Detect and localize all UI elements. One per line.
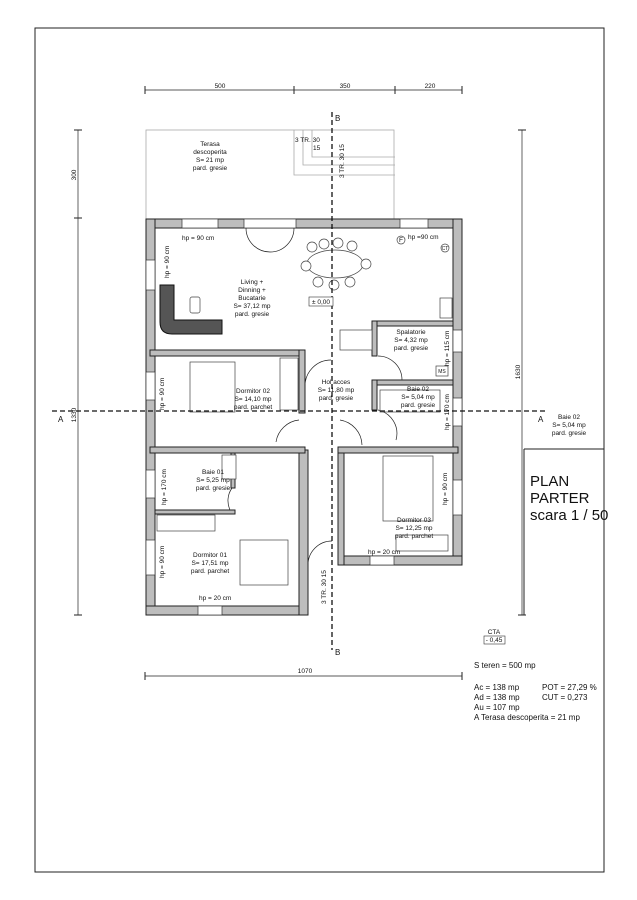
- floor-level-tag: ± 0,00: [308, 296, 334, 307]
- svg-text:Bucatarie: Bucatarie: [238, 295, 266, 302]
- svg-text:Dinning +: Dinning +: [238, 287, 266, 294]
- dim-label: 300: [71, 169, 78, 180]
- svg-text:F: F: [399, 237, 403, 244]
- svg-text:pard. gresie: pard. gresie: [552, 430, 587, 437]
- svg-text:Baie 02: Baie 02: [558, 414, 580, 421]
- svg-text:pard. gresie: pard. gresie: [401, 402, 436, 409]
- dim-label: 220: [425, 83, 436, 90]
- svg-text:POT = 27,29 %: POT = 27,29 %: [542, 683, 597, 692]
- svg-text:Dormitor 03: Dormitor 03: [397, 517, 431, 524]
- section-mark-a: A: [538, 415, 544, 424]
- svg-text:Ac = 138 mp: Ac = 138 mp: [474, 683, 520, 692]
- svg-text:S teren = 500 mp: S teren = 500 mp: [474, 661, 536, 670]
- dim-label: 1330: [71, 407, 78, 422]
- svg-text:pard. gresie: pard. gresie: [394, 345, 429, 352]
- dim-label: 500: [215, 83, 226, 90]
- svg-text:pard. gresie: pard. gresie: [235, 311, 270, 318]
- svg-text:S= 37,12 mp: S= 37,12 mp: [233, 303, 270, 310]
- svg-text:PARTER: PARTER: [530, 490, 590, 507]
- sheet-frame: [34, 27, 605, 873]
- svg-text:S= 14,10 mp: S= 14,10 mp: [234, 396, 271, 403]
- stairs-label: 3 TR. 30 15: [321, 570, 328, 604]
- svg-text:Baie 01: Baie 01: [202, 469, 224, 476]
- svg-text:S= 12,25 mp: S= 12,25 mp: [395, 525, 432, 532]
- svg-text:hp = 170 cm: hp = 170 cm: [161, 469, 168, 505]
- svg-text:Dormitor 01: Dormitor 01: [193, 552, 227, 559]
- site-statistics: S teren = 500 mp Ac = 138 mp POT = 27,29 …: [474, 661, 597, 722]
- cta-level-tag: CTA - 0,45: [483, 629, 506, 645]
- svg-text:pard. parchet: pard. parchet: [191, 568, 229, 575]
- fixture-symbols: F CT MS: [396, 235, 450, 377]
- svg-text:Hol acces: Hol acces: [322, 379, 351, 386]
- dim-label: 350: [340, 83, 351, 90]
- svg-text:Ad = 138 mp: Ad = 138 mp: [474, 693, 520, 702]
- svg-text:Au = 107 mp: Au = 107 mp: [474, 703, 520, 712]
- svg-text:pard. parchet: pard. parchet: [234, 404, 272, 411]
- svg-text:hp = 90 cm: hp = 90 cm: [159, 546, 166, 578]
- svg-text:hp = 90 cm: hp = 90 cm: [159, 378, 166, 410]
- svg-text:pard. gresie: pard. gresie: [193, 165, 228, 172]
- section-mark-b: B: [335, 648, 340, 657]
- svg-text:Baie 02: Baie 02: [407, 386, 429, 393]
- svg-text:hp = 20 cm: hp = 20 cm: [368, 549, 400, 556]
- stairs-label: 3 TR. 30: [295, 137, 320, 144]
- plan-title: PLAN PARTER scara 1 / 50: [530, 473, 608, 524]
- furniture: [156, 237, 453, 586]
- svg-text:S= 17,51 mp: S= 17,51 mp: [191, 560, 228, 567]
- svg-text:pard. gresie: pard. gresie: [196, 485, 231, 492]
- svg-text:pard. gresie: pard. gresie: [319, 395, 354, 402]
- svg-text:S= 4,32 mp: S= 4,32 mp: [394, 337, 428, 344]
- svg-text:MS: MS: [438, 369, 446, 375]
- svg-text:Living +: Living +: [241, 279, 264, 286]
- svg-text:hp = 90 cm: hp = 90 cm: [164, 246, 171, 278]
- terrace: Terasa descoperita S= 21 mp pard. gresie…: [145, 129, 395, 221]
- svg-text:± 0,00: ± 0,00: [312, 299, 330, 306]
- svg-text:S= 5,04 mp: S= 5,04 mp: [552, 422, 586, 429]
- svg-text:scara 1 / 50: scara 1 / 50: [530, 507, 608, 524]
- svg-text:S= 11,80 mp: S= 11,80 mp: [318, 387, 355, 394]
- sill-height-labels: hp = 90 cm hp =90 cm hp = 90 cm hp = 115…: [159, 234, 451, 604]
- svg-text:- 0,45: - 0,45: [486, 637, 503, 644]
- svg-text:A Terasa descoperita = 21 mp: A Terasa descoperita = 21 mp: [474, 713, 580, 722]
- svg-text:PLAN: PLAN: [530, 473, 569, 490]
- windows: [145, 218, 463, 616]
- stairs-label: 3 TR. 30 15: [339, 144, 346, 178]
- section-mark-a: A: [58, 415, 64, 424]
- svg-text:hp =90 cm: hp =90 cm: [408, 234, 439, 241]
- svg-text:S= 5,25 mp: S= 5,25 mp: [196, 477, 230, 484]
- svg-text:hp = 170 cm: hp = 170 cm: [444, 394, 451, 430]
- bottom-dimension: 1070: [144, 668, 463, 680]
- dim-label: 1630: [515, 364, 522, 379]
- svg-text:Spalatorie: Spalatorie: [396, 329, 426, 336]
- svg-text:pard. parchet: pard. parchet: [395, 533, 433, 540]
- svg-text:S= 21 mp: S= 21 mp: [196, 157, 224, 164]
- section-mark-b: B: [335, 114, 340, 123]
- svg-text:S= 5,04 mp: S= 5,04 mp: [401, 394, 435, 401]
- svg-text:CT: CT: [442, 246, 449, 252]
- svg-text:hp = 90 cm: hp = 90 cm: [182, 235, 214, 242]
- svg-text:hp = 115 cm: hp = 115 cm: [444, 331, 451, 366]
- svg-text:hp = 90 cm: hp = 90 cm: [442, 473, 449, 505]
- left-dimension: 300 1330: [71, 129, 82, 616]
- right-dimension: 1630: [515, 129, 526, 616]
- svg-text:Terasa: Terasa: [200, 141, 220, 148]
- stairs-label: 15: [313, 145, 321, 152]
- svg-text:CUT = 0,273: CUT = 0,273: [542, 693, 588, 702]
- walls: [145, 218, 463, 616]
- dim-label: 1070: [298, 668, 313, 675]
- svg-text:Dormitor 02: Dormitor 02: [236, 388, 270, 395]
- top-dimension: 500 350 220: [144, 83, 463, 94]
- svg-text:descoperita: descoperita: [193, 149, 227, 156]
- svg-text:CTA: CTA: [488, 629, 501, 636]
- svg-text:hp = 20 cm: hp = 20 cm: [199, 595, 231, 602]
